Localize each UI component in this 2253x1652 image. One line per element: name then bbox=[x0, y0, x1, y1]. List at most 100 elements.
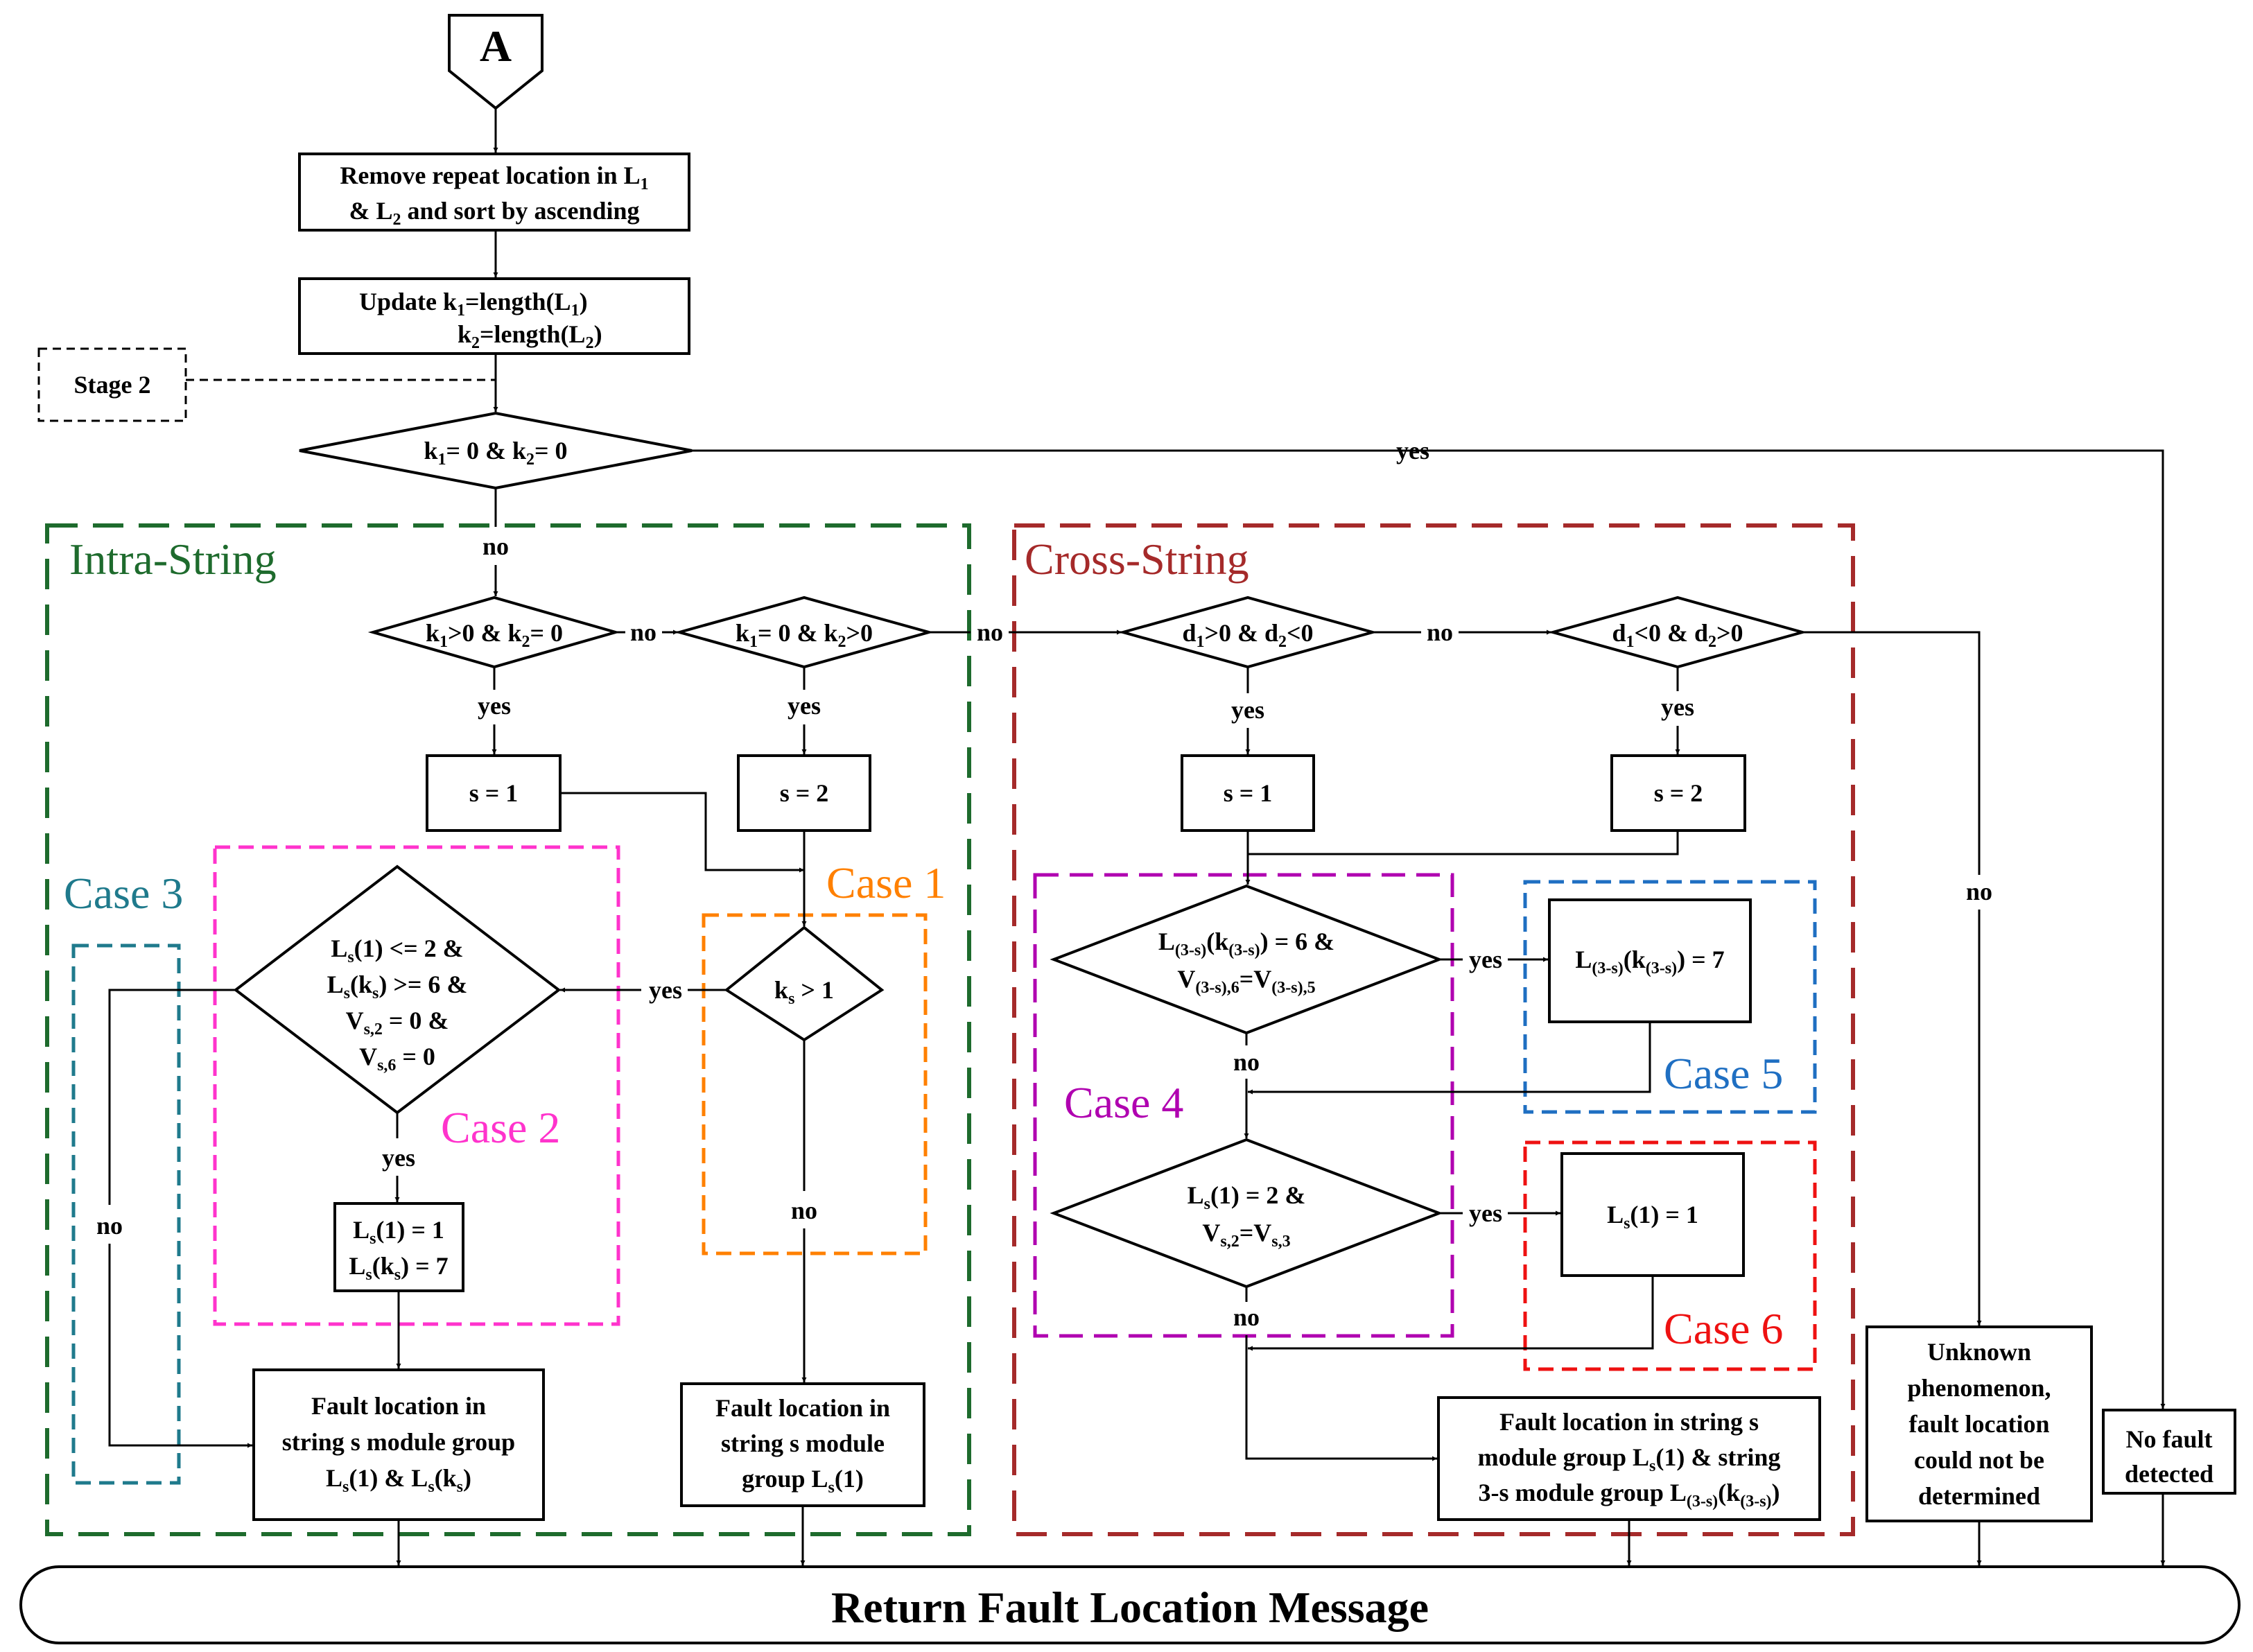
result-intra-both-box bbox=[252, 1368, 545, 1521]
result-intra-both-line1: Fault location in bbox=[311, 1392, 486, 1420]
case6-action-box bbox=[1560, 1152, 1745, 1277]
connector-a bbox=[448, 14, 543, 110]
case2-action-line1: Ls(1) = 1 bbox=[353, 1216, 444, 1248]
no-fault-line2: detected bbox=[2125, 1460, 2213, 1488]
decision-case2-line2: Ls(ks) >= 6 & bbox=[327, 971, 468, 1002]
label-yes-intra-s1: yes bbox=[478, 692, 511, 720]
case5-title: Case 5 bbox=[1664, 1049, 1783, 1098]
unknown-box bbox=[1865, 1325, 2093, 1522]
unknown-line1: Unknown bbox=[1927, 1338, 2031, 1366]
intra-s1-text: s = 1 bbox=[469, 779, 519, 807]
decision-case4-1 bbox=[1050, 884, 1443, 1035]
case3-title: Case 3 bbox=[64, 869, 183, 918]
return-terminal bbox=[19, 1565, 2241, 1644]
decision-case2-line1: Ls(1) <= 2 & bbox=[331, 934, 463, 966]
case3-region bbox=[71, 944, 181, 1485]
case6-title: Case 6 bbox=[1664, 1304, 1783, 1353]
case5-action-text: L(3-s)(k(3-s)) = 7 bbox=[1575, 946, 1724, 977]
label-yes-case2: yes bbox=[382, 1144, 415, 1172]
case6-action-text: Ls(1) = 1 bbox=[1607, 1201, 1698, 1233]
decision-intra-s1-text: k1>0 & k2= 0 bbox=[426, 619, 563, 651]
case5-action-box bbox=[1548, 898, 1752, 1023]
label-no-intra-s2: no bbox=[977, 618, 1003, 646]
decision-case4-2-line1: Ls(1) = 2 & bbox=[1188, 1181, 1306, 1213]
stage2-label: Stage 2 bbox=[74, 371, 151, 399]
unknown-line5: determined bbox=[1918, 1482, 2040, 1510]
decision-case4-2-line2: Vs,2=Vs,3 bbox=[1202, 1219, 1290, 1251]
case6-region bbox=[1523, 1140, 1817, 1371]
case5-region bbox=[1523, 880, 1817, 1114]
cross-string-title: Cross-String bbox=[1025, 534, 1249, 584]
decision-cross-s1-text: d1>0 & d2<0 bbox=[1182, 619, 1313, 651]
decision-case2 bbox=[233, 864, 562, 1115]
decision-case2-line3: Vs,2 = 0 & bbox=[346, 1007, 449, 1038]
label-no-case3: no bbox=[96, 1212, 123, 1240]
cross-s2-text: s = 2 bbox=[1654, 779, 1703, 807]
result-intra-single-box bbox=[680, 1382, 925, 1507]
cross-s1-text: s = 1 bbox=[1224, 779, 1273, 807]
case2-region bbox=[213, 845, 620, 1326]
no-fault-box bbox=[2102, 1409, 2236, 1495]
result-cross-line3: 3-s module group L(3-s)(k(3-s)) bbox=[1478, 1479, 1780, 1511]
remove-repeat-line2: & L2 and sort by ascending bbox=[349, 197, 639, 229]
result-cross-line1: Fault location in string s bbox=[1499, 1408, 1759, 1436]
result-intra-both-line2: string s module group bbox=[282, 1428, 515, 1456]
label-yes-case6: yes bbox=[1469, 1199, 1502, 1227]
decision-ks-greater-1 bbox=[724, 925, 885, 1042]
return-terminal-text: Return Fault Location Message bbox=[831, 1583, 1429, 1632]
decision-case4-1-line2: V(3-s),6=V(3-s),5 bbox=[1177, 965, 1315, 997]
result-cross-box bbox=[1437, 1396, 1821, 1521]
label-no-main: no bbox=[482, 532, 509, 560]
case4-title: Case 4 bbox=[1064, 1078, 1183, 1127]
case4-region bbox=[1033, 873, 1454, 1338]
intra-string-region bbox=[45, 523, 971, 1536]
decision-case4-1-line1: L(3-s)(k(3-s)) = 6 & bbox=[1158, 928, 1334, 959]
label-no-intra-s1: no bbox=[630, 618, 656, 646]
case1-region bbox=[702, 913, 928, 1255]
case2-action-box bbox=[333, 1202, 464, 1292]
connector-a-label: A bbox=[480, 21, 512, 71]
unknown-line4: could not be bbox=[1914, 1446, 2044, 1474]
update-k-line2: k2=length(L2) bbox=[458, 320, 602, 352]
label-yes-intra-s2: yes bbox=[788, 692, 821, 720]
decision-ks-text: ks > 1 bbox=[774, 976, 834, 1008]
label-no-cross-s2: no bbox=[1966, 878, 1992, 905]
case2-title: Case 2 bbox=[441, 1103, 560, 1152]
cross-s2-box bbox=[1610, 754, 1746, 832]
unknown-line3: fault location bbox=[1909, 1410, 2050, 1438]
remove-repeat-box bbox=[298, 153, 690, 232]
result-intra-single-line2: string s module bbox=[721, 1429, 885, 1457]
intra-s1-box bbox=[426, 754, 562, 832]
intra-string-title: Intra-String bbox=[69, 534, 277, 584]
result-intra-both-line3: Ls(1) & Ls(ks) bbox=[326, 1464, 471, 1496]
cross-s1-box bbox=[1181, 754, 1315, 832]
intra-s2-text: s = 2 bbox=[780, 779, 829, 807]
label-yes-cross-s1: yes bbox=[1231, 696, 1264, 724]
unknown-line2: phenomenon, bbox=[1907, 1374, 2051, 1402]
result-cross-line2: module group Ls(1) & string bbox=[1478, 1443, 1781, 1475]
decision-intra-s2-text: k1= 0 & k2>0 bbox=[736, 619, 873, 651]
decision-case2-line4: Vs,6 = 0 bbox=[359, 1043, 435, 1075]
decision-no-fault-text: k1= 0 & k2= 0 bbox=[424, 437, 567, 469]
cross-string-region bbox=[1012, 523, 1855, 1536]
label-yes-cross-s2: yes bbox=[1661, 693, 1694, 721]
label-no-case4-1: no bbox=[1233, 1048, 1260, 1076]
stage2-box bbox=[37, 347, 187, 422]
update-k-line1: Update k1=length(L1) bbox=[359, 288, 588, 320]
remove-repeat-line1: Remove repeat location in L1 bbox=[340, 162, 648, 193]
no-fault-line1: No fault bbox=[2126, 1425, 2213, 1453]
label-yes-no-fault: yes bbox=[1396, 437, 1429, 464]
case2-action-line2: Ls(ks) = 7 bbox=[349, 1252, 448, 1284]
label-no-ks: no bbox=[791, 1197, 817, 1224]
result-intra-single-line3: group Ls(1) bbox=[742, 1465, 864, 1497]
update-k-box bbox=[298, 277, 690, 355]
result-intra-single-line1: Fault location in bbox=[715, 1394, 890, 1422]
decision-case4-2 bbox=[1050, 1138, 1443, 1289]
case1-title: Case 1 bbox=[826, 858, 946, 907]
label-no-case4-2: no bbox=[1233, 1303, 1260, 1331]
decision-cross-s2-text: d1<0 & d2>0 bbox=[1612, 619, 1743, 651]
label-yes-ks: yes bbox=[649, 976, 682, 1004]
label-yes-case5: yes bbox=[1469, 946, 1502, 973]
label-no-cross-s1: no bbox=[1427, 618, 1453, 646]
